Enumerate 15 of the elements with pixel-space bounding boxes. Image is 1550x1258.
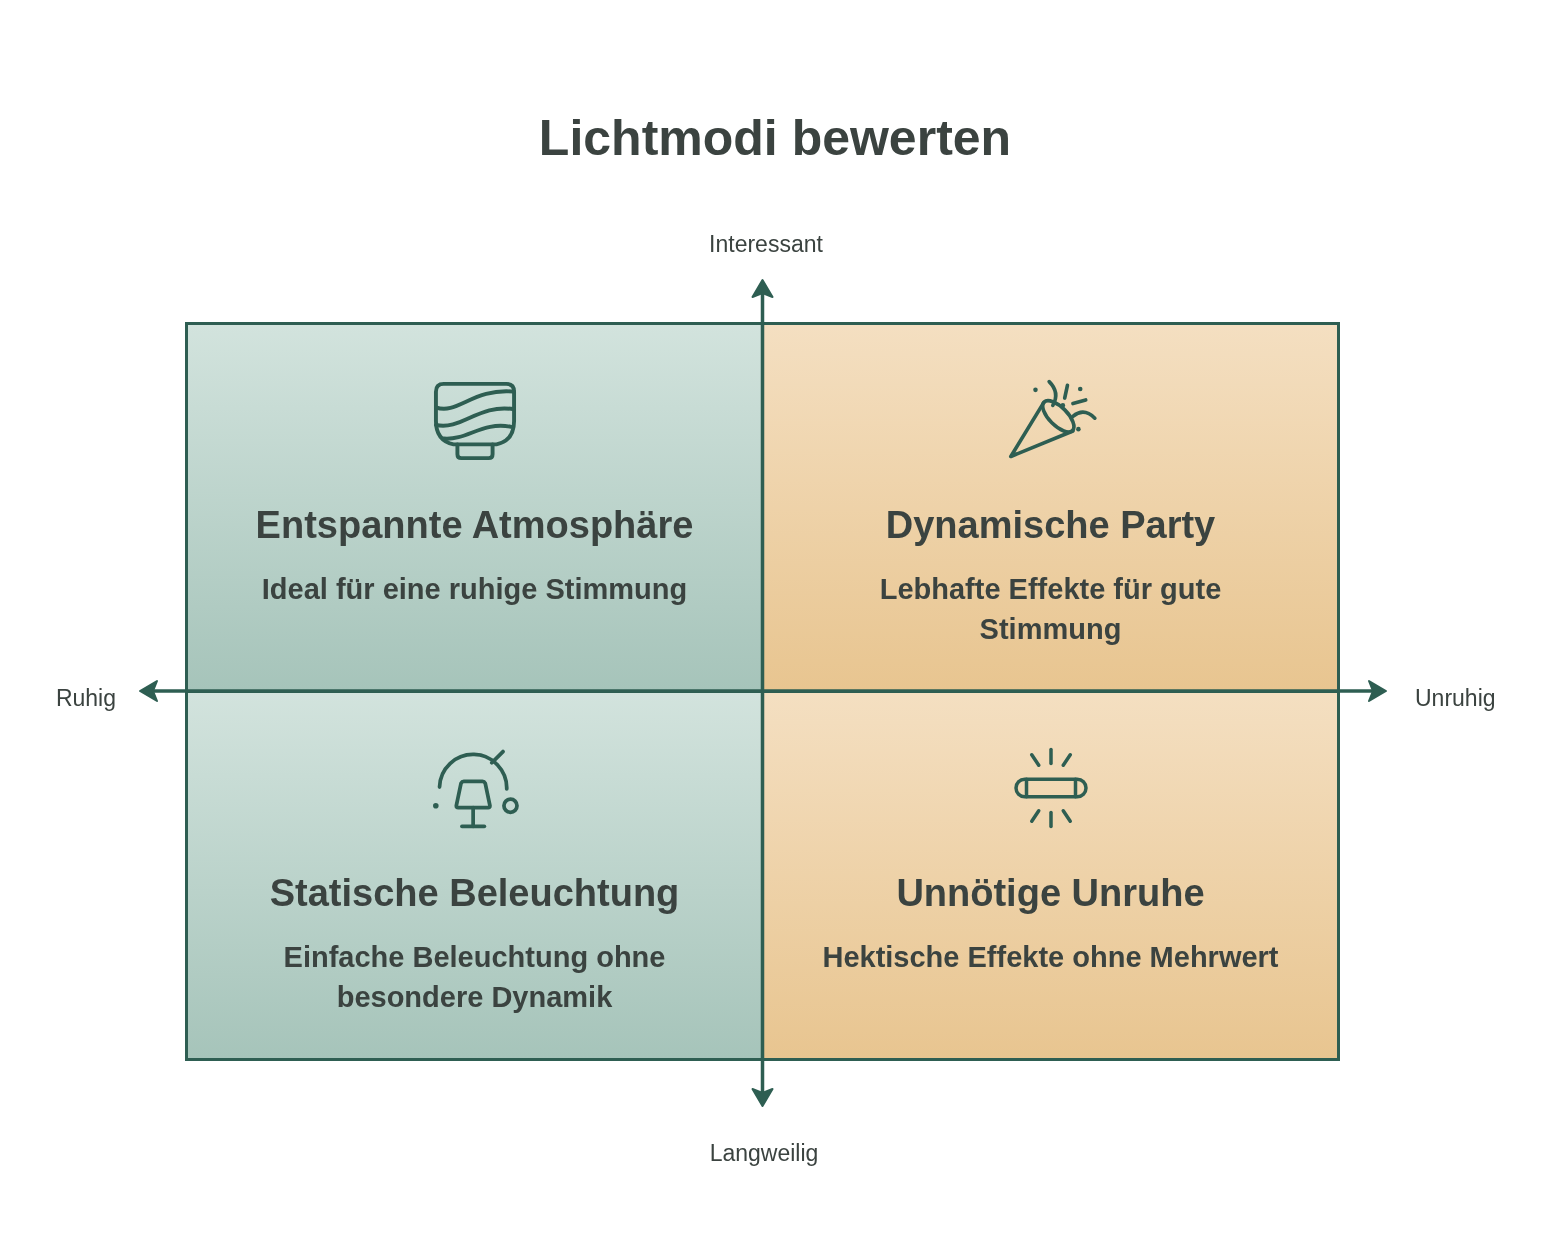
- axis-label: Ruhig: [55, 684, 116, 712]
- axis-label: Langweilig: [709, 1139, 819, 1167]
- quadrant-title: Statische Beleuchtung: [269, 871, 680, 916]
- axis-label: Unruhig: [1415, 684, 1496, 712]
- quadrant-panel: [185, 690, 764, 1061]
- quadrant-title: Entspannte Atmosphäre: [255, 503, 694, 548]
- quadrant-description: Einfache Beleuchtung ohne besondere Dynamik: [282, 940, 667, 1015]
- quadrant-description: Hektische Effekte ohne Mehrwert: [822, 940, 1279, 975]
- quadrant-title: Dynamische Party: [885, 503, 1216, 548]
- quadrant-panel: [761, 690, 1340, 1061]
- quadrant-description: Lebhafte Effekte für gute Stimmung: [878, 572, 1223, 647]
- axis-label: Interessant: [709, 230, 823, 258]
- quadrant-description: Ideal für eine ruhige Stimmung: [261, 572, 688, 607]
- quadrant-title: Unnötige Unruhe: [896, 871, 1205, 916]
- diagram-title: Lichtmodi bewerten: [538, 109, 1012, 168]
